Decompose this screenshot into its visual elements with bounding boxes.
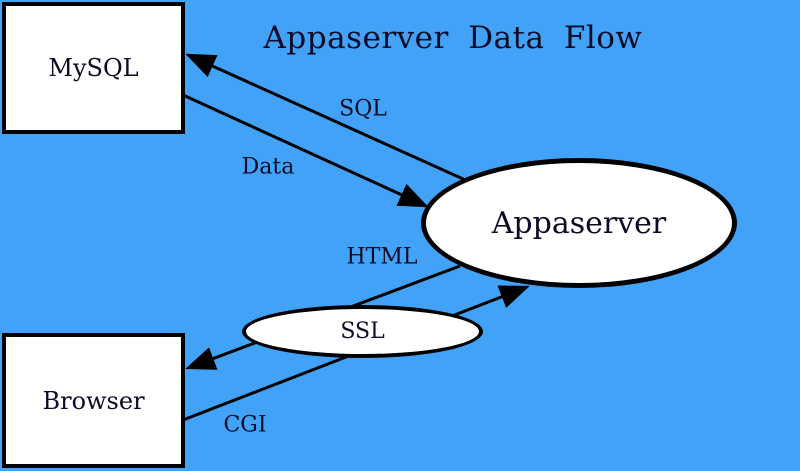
sql-edge-label: SQL bbox=[339, 96, 387, 122]
data-edge-label: Data bbox=[241, 154, 295, 180]
mysql-label: MySQL bbox=[48, 54, 139, 82]
diagram-title: Appaserver Data Flow bbox=[263, 20, 643, 56]
appaserver-label: Appaserver bbox=[491, 205, 667, 241]
ssl-ellipse: SSL bbox=[242, 305, 483, 358]
cgi-edge-label: CGI bbox=[223, 412, 267, 438]
browser-box: Browser bbox=[2, 333, 185, 468]
ssl-label: SSL bbox=[340, 319, 385, 344]
html-edge-label: HTML bbox=[346, 244, 418, 270]
mysql-box: MySQL bbox=[2, 2, 185, 134]
appaserver-ellipse: Appaserver bbox=[421, 158, 737, 288]
browser-label: Browser bbox=[42, 386, 145, 415]
sql-arrow bbox=[185, 53, 473, 185]
data-arrow bbox=[182, 93, 429, 208]
